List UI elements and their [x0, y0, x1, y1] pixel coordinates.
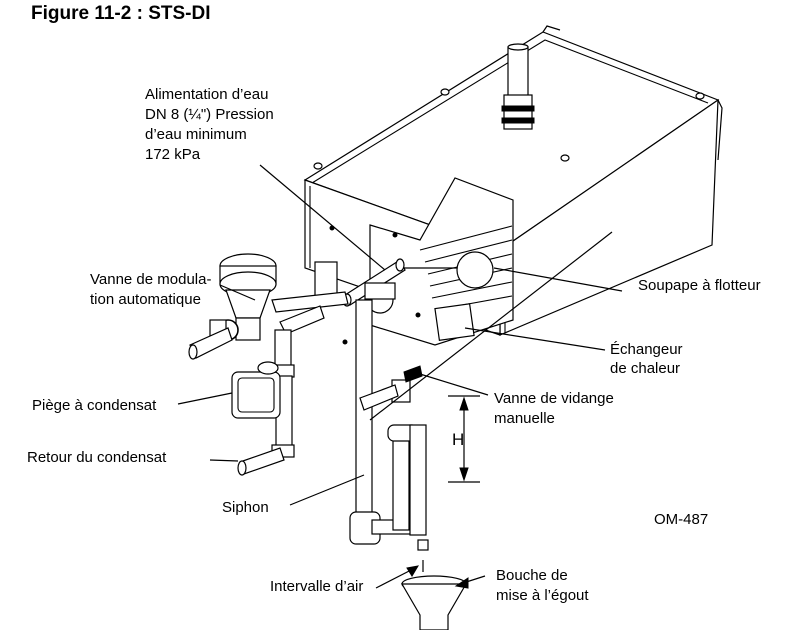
svg-text:tion automatique: tion automatique	[90, 291, 201, 308]
label-float-valve: Soupape à flotteur	[638, 277, 761, 294]
drain-funnel-icon	[400, 560, 468, 630]
svg-text:DN 8 (¼") Pression: DN 8 (¼") Pression	[145, 106, 274, 123]
condensate-trap-icon	[231, 361, 281, 419]
svg-text:manuelle: manuelle	[494, 410, 555, 427]
label-heat-exchanger: Échangeur de chaleur	[610, 341, 683, 377]
siphon-pipe	[349, 299, 429, 551]
svg-text:Bouche de: Bouche de	[496, 567, 568, 584]
svg-text:de chaleur: de chaleur	[610, 360, 680, 377]
svg-text:d’eau minimum: d’eau minimum	[145, 126, 247, 143]
figure-title: Figure 11-2 : STS-DI	[31, 3, 210, 24]
label-siphon: Siphon	[222, 499, 269, 516]
label-condensate-trap: Piège à condensat	[32, 397, 157, 414]
svg-text:Vanne de modula-: Vanne de modula-	[90, 271, 211, 288]
label-condensate-return: Retour du condensat	[27, 449, 167, 466]
label-water-supply: Alimentation d’eau DN 8 (¼") Pression d’…	[145, 86, 274, 163]
label-modulating-valve: Vanne de modula- tion automatique	[90, 271, 211, 308]
svg-text:Vanne de vidange: Vanne de vidange	[494, 390, 614, 407]
svg-text:mise à l’égout: mise à l’égout	[496, 587, 589, 604]
label-drain-mouth: Bouche de mise à l’égout	[496, 567, 589, 604]
label-air-gap: Intervalle d’air	[270, 578, 363, 595]
leader-lines	[177, 164, 623, 589]
svg-text:172 kPa: 172 kPa	[145, 146, 201, 163]
height-arrow-icon	[448, 395, 480, 483]
label-drain-valve: Vanne de vidange manuelle	[494, 390, 614, 427]
figure-code: OM-487	[654, 511, 708, 528]
svg-text:Alimentation d’eau: Alimentation d’eau	[145, 86, 268, 103]
float-ball-icon	[456, 251, 494, 289]
label-height: H	[452, 430, 464, 449]
svg-text:Échangeur: Échangeur	[610, 341, 683, 358]
modulating-valve-icon	[188, 253, 396, 360]
heat-exchanger-coils	[419, 225, 513, 342]
